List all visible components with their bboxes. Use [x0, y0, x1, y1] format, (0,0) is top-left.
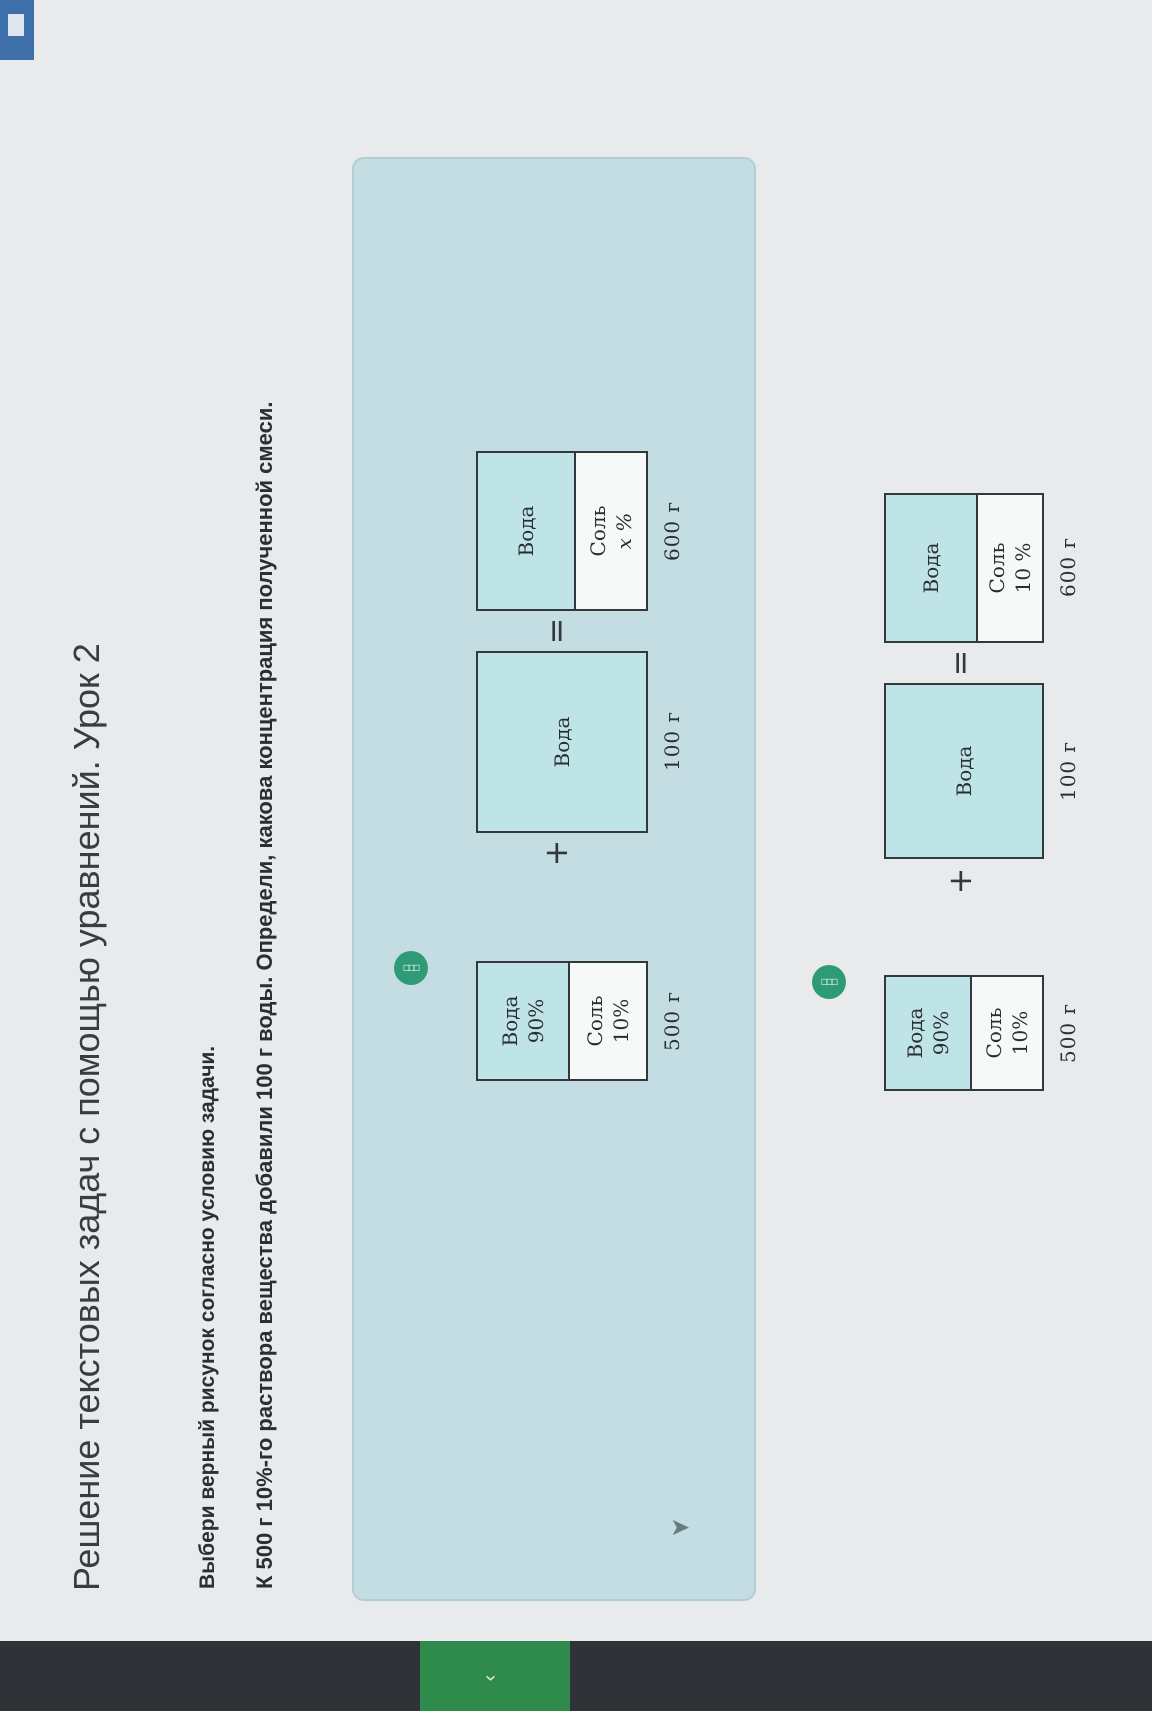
result-water-cell-2: Вода [886, 495, 976, 641]
mass-label-result-2: 600 г [1056, 537, 1080, 598]
added-water-label-2: Вода [952, 745, 976, 797]
pointer-arrow-icon: ➤ [670, 1514, 691, 1541]
page-title: Решение текстовых задач с помощью уравне… [66, 643, 107, 1591]
corner-tab[interactable] [0, 0, 34, 60]
corner-tab-icon [8, 14, 24, 36]
added-water-cell: Вода [478, 653, 646, 831]
result-water-label: Вода [514, 505, 538, 557]
result-salt-label: Соль [586, 505, 610, 557]
side-strip: ‹ [0, 1641, 1152, 1711]
result-salt-percent: x % [612, 512, 636, 550]
water-percent: 90% [524, 998, 548, 1044]
added-water-label: Вода [550, 716, 574, 768]
salt-label: Соль [583, 995, 607, 1047]
equals-sign-2: = [941, 649, 979, 677]
result-salt-label-2: Соль [985, 542, 1009, 594]
result-salt-percent-2: 10 % [1011, 542, 1035, 594]
chevron-left-icon: ‹ [479, 1674, 501, 1682]
salt-percent-2: 10% [1008, 1010, 1032, 1056]
answer-option-card-1[interactable] [352, 157, 756, 1601]
added-water-cell-2: Вода [886, 685, 1042, 857]
water-percent-2: 90% [929, 1010, 953, 1056]
plus-sign: + [537, 839, 575, 867]
option-badge-2[interactable]: □□□ [812, 965, 846, 999]
water-box-added-2: Вода [884, 683, 1044, 859]
nav-back-button[interactable]: ‹ [420, 1641, 570, 1711]
mass-label-added: 100 г [660, 711, 684, 772]
plus-sign-2: + [941, 867, 979, 895]
result-water-label-2: Вода [919, 542, 943, 594]
mass-label-initial: 500 г [660, 991, 684, 1052]
result-water-cell: Вода [478, 453, 574, 609]
mass-label-result: 600 г [660, 501, 684, 562]
option-badge-1[interactable]: □□□ [394, 951, 428, 985]
mass-label-added-2: 100 г [1056, 741, 1080, 802]
task-instruction: Выбери верный рисунок согласно условию з… [196, 1045, 219, 1589]
water-label-2: Вода [903, 1007, 927, 1059]
equals-sign: = [537, 617, 575, 645]
salt-percent: 10% [609, 998, 633, 1044]
mass-label-initial-2: 500 г [1056, 1003, 1080, 1064]
water-label: Вода [498, 995, 522, 1047]
task-problem: К 500 г 10%-го раствора вещества добавил… [252, 401, 277, 1589]
water-box-added: Вода [476, 651, 648, 833]
salt-label-2: Соль [982, 1007, 1006, 1059]
